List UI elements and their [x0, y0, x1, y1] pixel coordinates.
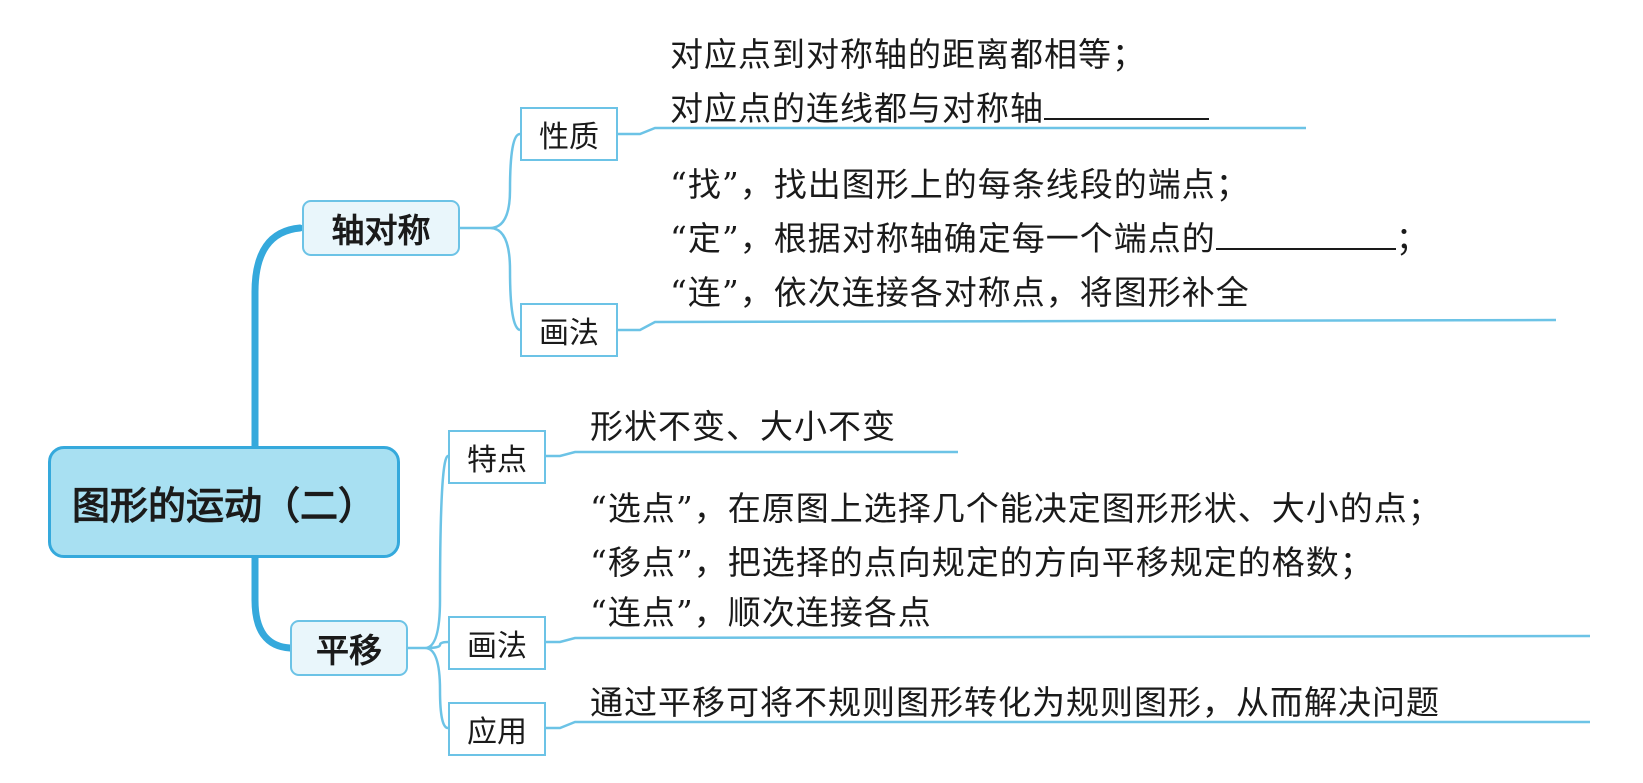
- property-line-1: 对应点到对称轴的距离都相等；: [670, 35, 1146, 74]
- axis-drawing-line-1: “找”，找出图形上的每条线段的端点；: [670, 165, 1250, 204]
- feature-underline: [546, 450, 958, 458]
- axis-to-sub-connector: [460, 132, 521, 332]
- axis-symmetry-node: 轴对称: [302, 200, 460, 256]
- application-line-1: 通过平移可将不规则图形转化为规则图形，从而解决问题: [590, 683, 1440, 722]
- root-to-axis-symmetry-branch: [251, 224, 304, 450]
- feature-line-1: 形状不变、大小不变: [590, 407, 896, 446]
- property-line-2: 对应点的连线都与对称轴: [670, 82, 1209, 130]
- application-node: 应用: [448, 702, 546, 756]
- axis-drawing-line-2-text: “定”，根据对称轴确定每一个端点的: [670, 219, 1216, 258]
- translation-node: 平移: [290, 620, 408, 676]
- axis-drawing-line-2: “定”，根据对称轴确定每一个端点的 ；: [670, 212, 1430, 260]
- translation-drawing-line-1: “选点”，在原图上选择几个能决定图形形状、大小的点；: [590, 489, 1442, 528]
- root-to-translation-branch: [251, 554, 294, 652]
- axis-drawing-node: 画法: [520, 303, 618, 357]
- answer-blank: [1215, 222, 1396, 250]
- axis-drawing-line-2-suffix: ；: [1395, 219, 1430, 258]
- axis-drawing-underline: [618, 318, 1557, 332]
- translation-to-sub-connector: [408, 454, 449, 730]
- root-node: 图形的运动（二）: [48, 446, 400, 558]
- property-node: 性质: [520, 107, 618, 161]
- application-underline: [546, 720, 1590, 730]
- property-underline: [618, 126, 1306, 136]
- property-line-2-text: 对应点的连线都与对称轴: [670, 89, 1044, 128]
- feature-node: 特点: [448, 430, 546, 484]
- translation-drawing-node: 画法: [448, 616, 546, 670]
- translation-drawing-underline: [546, 634, 1591, 644]
- answer-blank: [1044, 92, 1209, 120]
- translation-drawing-line-3: “连点”，顺次连接各点: [590, 593, 932, 632]
- translation-drawing-line-2: “移点”，把选择的点向规定的方向平移规定的格数；: [590, 543, 1374, 582]
- axis-drawing-line-3: “连”，依次连接各对称点，将图形补全: [670, 273, 1250, 312]
